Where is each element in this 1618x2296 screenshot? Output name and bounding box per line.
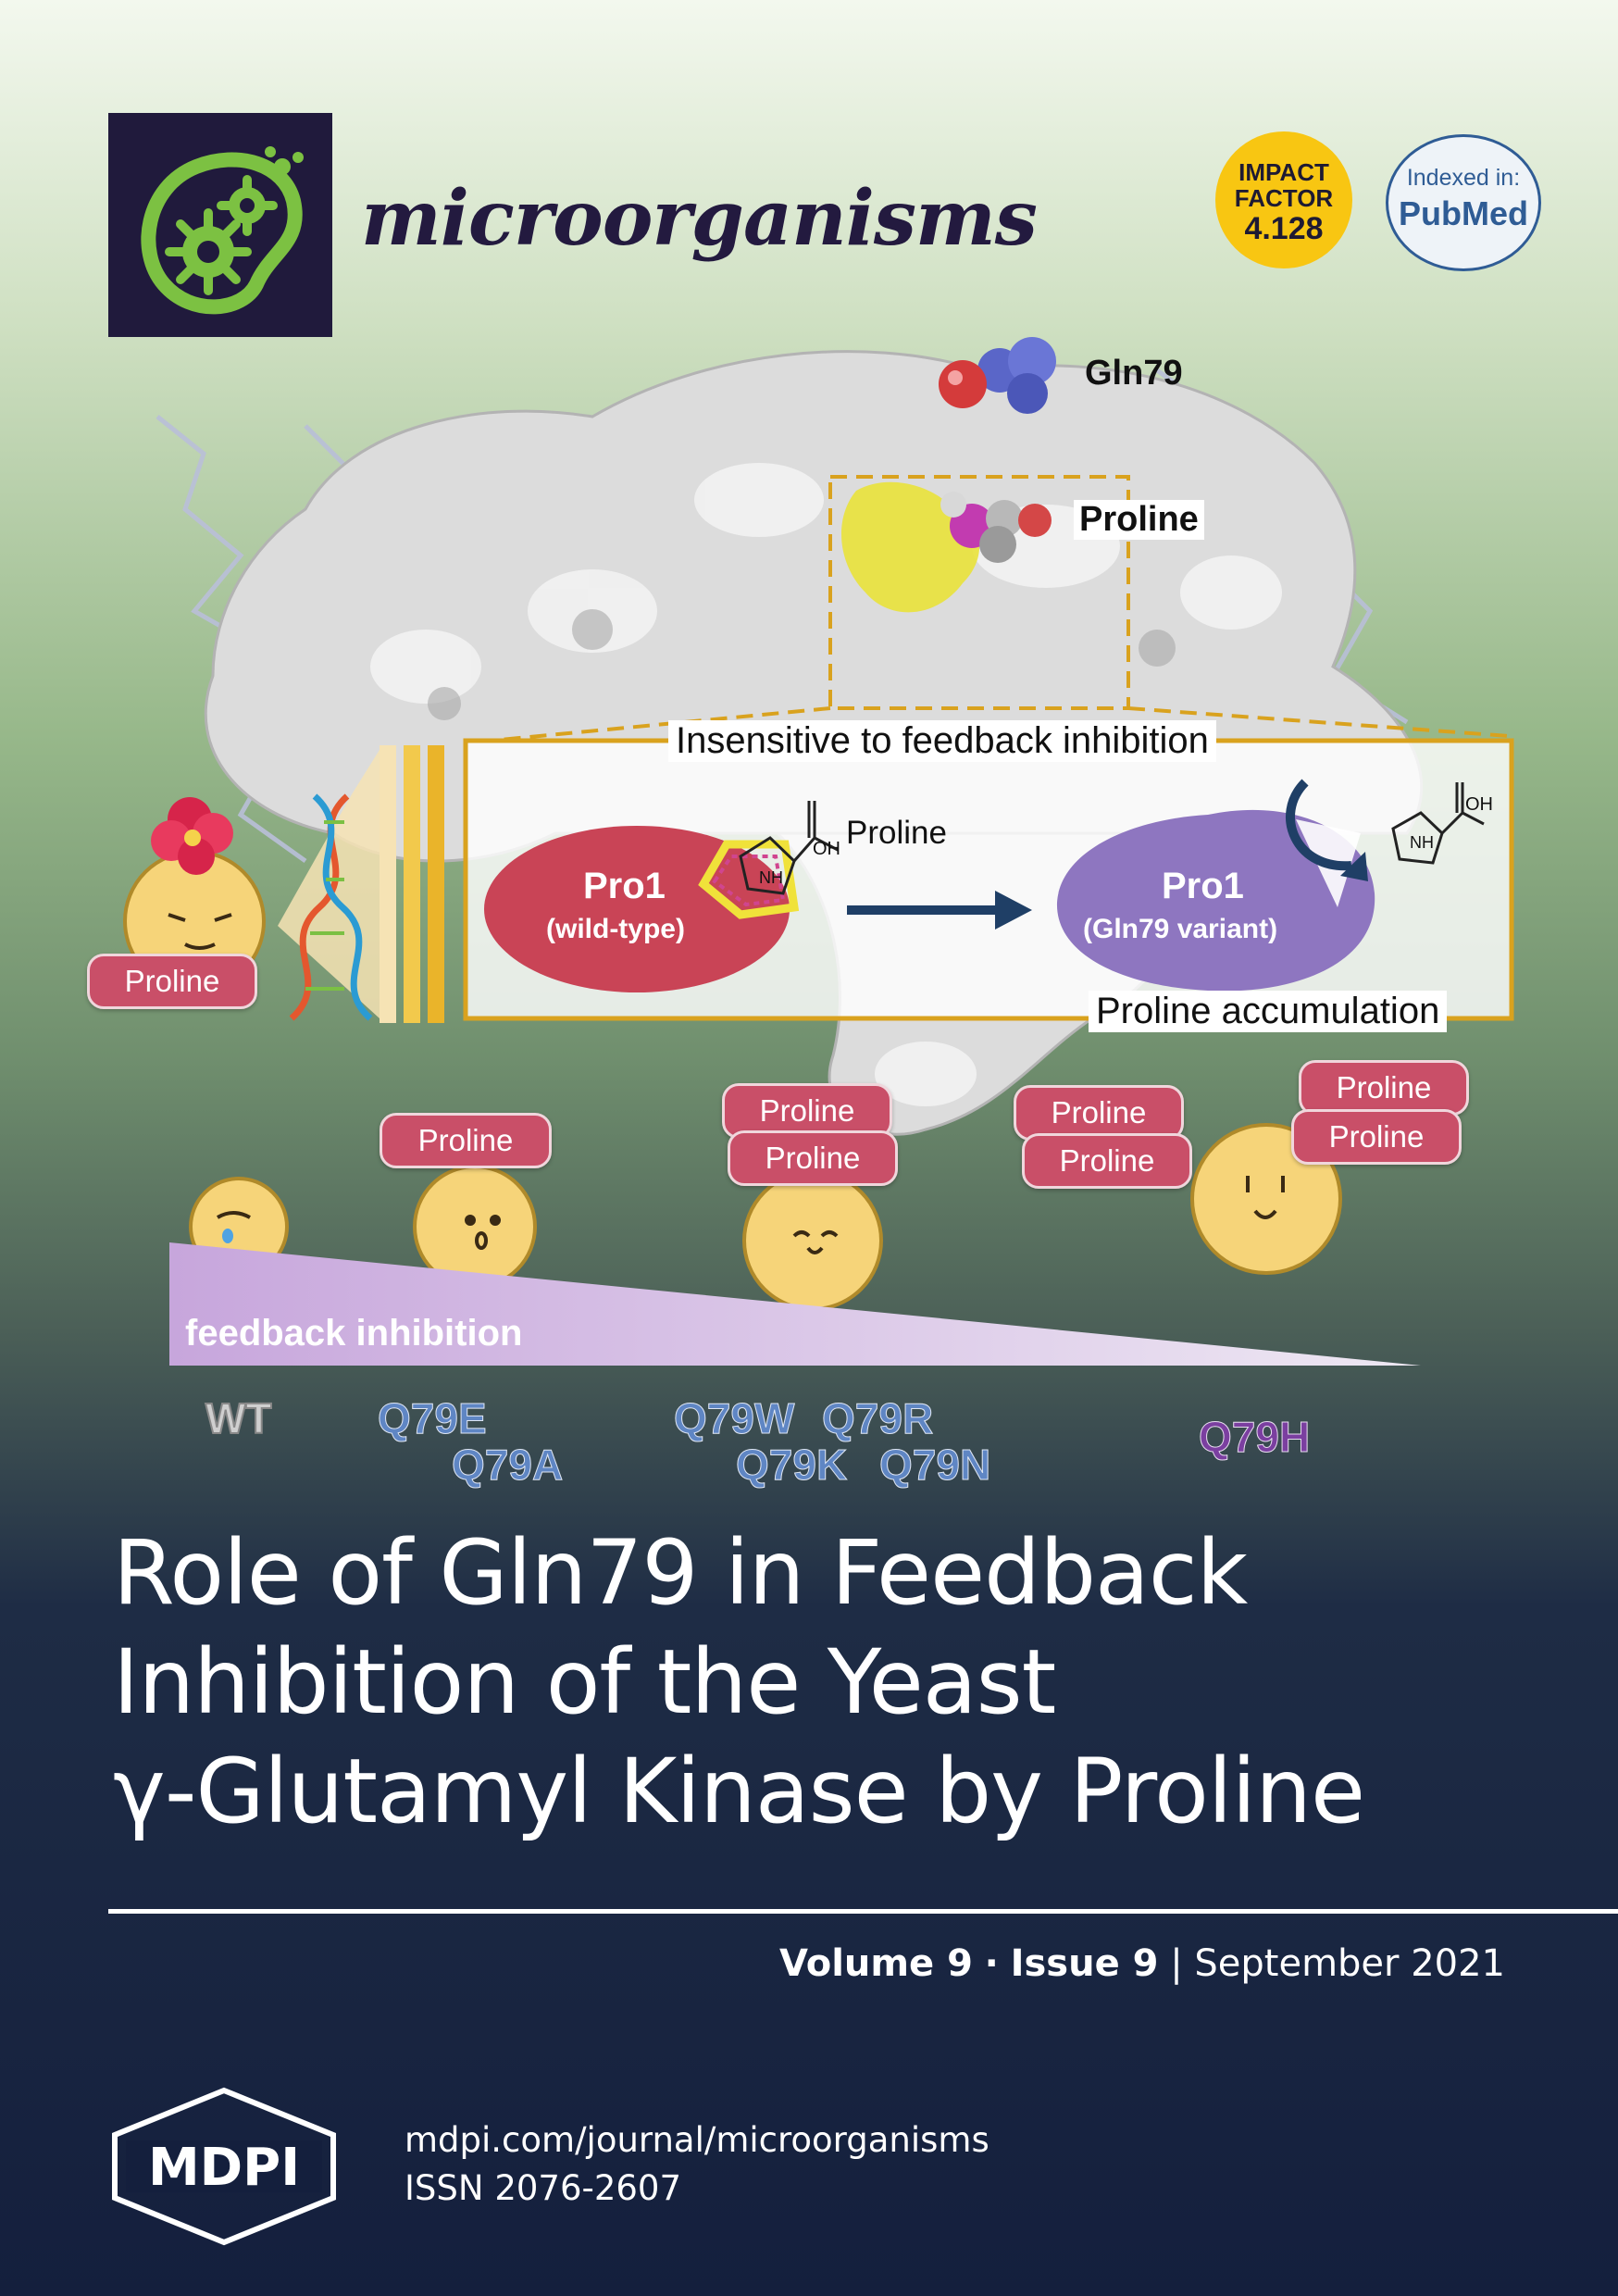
issue-divider: |	[1170, 1942, 1183, 1985]
mutant-q79w: Q79W	[673, 1394, 795, 1443]
title-line-2: Inhibition of the Yeast	[113, 1630, 1056, 1734]
variant-sub: (Gln79 variant)	[1083, 914, 1278, 944]
impact-value: 4.128	[1244, 211, 1324, 246]
oh-label-variant: OH	[1465, 794, 1493, 815]
proline-structure-label: Proline	[846, 815, 947, 851]
proline-tag: Proline	[1291, 1109, 1462, 1165]
mutant-q79n: Q79N	[878, 1441, 991, 1490]
insensitive-label: Insensitive to feedback inhibition	[668, 720, 1216, 762]
accumulation-label: Proline accumulation	[1089, 991, 1448, 1032]
proline-tag: Proline	[1014, 1085, 1184, 1141]
mdpi-logo: MDPI	[112, 2087, 336, 2246]
impact-line1: IMPACT	[1238, 158, 1329, 186]
divider-rule	[108, 1909, 1618, 1914]
variant-ellipse	[1056, 809, 1375, 992]
impact-factor-badge: IMPACT FACTOR 4.128	[1215, 131, 1352, 268]
mutant-q79e: Q79E	[378, 1394, 488, 1443]
hibiscus-icon	[151, 797, 233, 875]
oh-label-wt: OH	[813, 839, 840, 859]
journal-name: microorganisms	[361, 174, 1038, 263]
issue-date: September 2021	[1194, 1942, 1505, 1985]
mutant-q79h: Q79H	[1198, 1413, 1311, 1462]
microbe-gear-icon	[141, 146, 304, 315]
issn: ISSN 2076-2607	[404, 2168, 681, 2208]
cover-illustration: Gln79 Proline Insensitive to feedback in…	[0, 315, 1618, 1518]
issue-separator: ·	[984, 1942, 999, 1985]
proline-spheres	[940, 492, 1052, 563]
article-title: Role of Gln79 in Feedback Inhibition of …	[113, 1518, 1557, 1846]
nh-label-wt: NH	[759, 868, 783, 887]
journal-url[interactable]: mdpi.com/journal/microorganisms	[404, 2120, 989, 2160]
title-line-3: γ-Glutamyl Kinase by Proline	[113, 1740, 1365, 1843]
wild-type-sub: (wild-type)	[546, 914, 685, 944]
title-line-1: Role of Gln79 in Feedback	[113, 1521, 1248, 1625]
mutant-q79r: Q79R	[821, 1394, 934, 1443]
mutant-q79k: Q79K	[735, 1441, 848, 1490]
indexed-label: Indexed in:	[1406, 165, 1521, 191]
wild-type-name: Pro1	[583, 866, 666, 906]
proline-tag: Proline	[1299, 1060, 1469, 1116]
mdpi-logo-text: MDPI	[148, 2138, 300, 2198]
impact-line2: FACTOR	[1234, 184, 1334, 212]
indexed-db: PubMed	[1399, 194, 1528, 232]
volume-label: Volume 9	[778, 1942, 973, 1985]
mutant-wt: WT	[205, 1393, 273, 1443]
proline-tag: Proline	[1022, 1133, 1192, 1189]
proline-ligand-label: Proline	[1074, 500, 1204, 540]
pubmed-badge: Indexed in: PubMed	[1386, 134, 1541, 271]
issue-label: Issue 9	[1010, 1942, 1159, 1985]
issue-info: Volume 9 · Issue 9 | September 2021	[779, 1942, 1505, 1985]
proline-tag: Proline	[380, 1113, 552, 1168]
variant-name: Pro1	[1162, 866, 1244, 906]
wild-type-ellipse	[484, 826, 790, 992]
proline-tag: Proline	[722, 1083, 892, 1139]
gln79-label: Gln79	[1085, 354, 1183, 393]
feedback-gradient-wedge	[169, 1242, 1421, 1366]
proline-tag: Proline	[87, 954, 257, 1009]
mutant-q79a: Q79A	[451, 1441, 564, 1490]
feedback-inhibition-label: feedback inhibition	[185, 1313, 523, 1354]
proline-tag: Proline	[728, 1130, 898, 1186]
nh-label-variant: NH	[1410, 833, 1434, 852]
journal-logo	[108, 113, 332, 337]
gln79-spheres	[939, 337, 1056, 414]
